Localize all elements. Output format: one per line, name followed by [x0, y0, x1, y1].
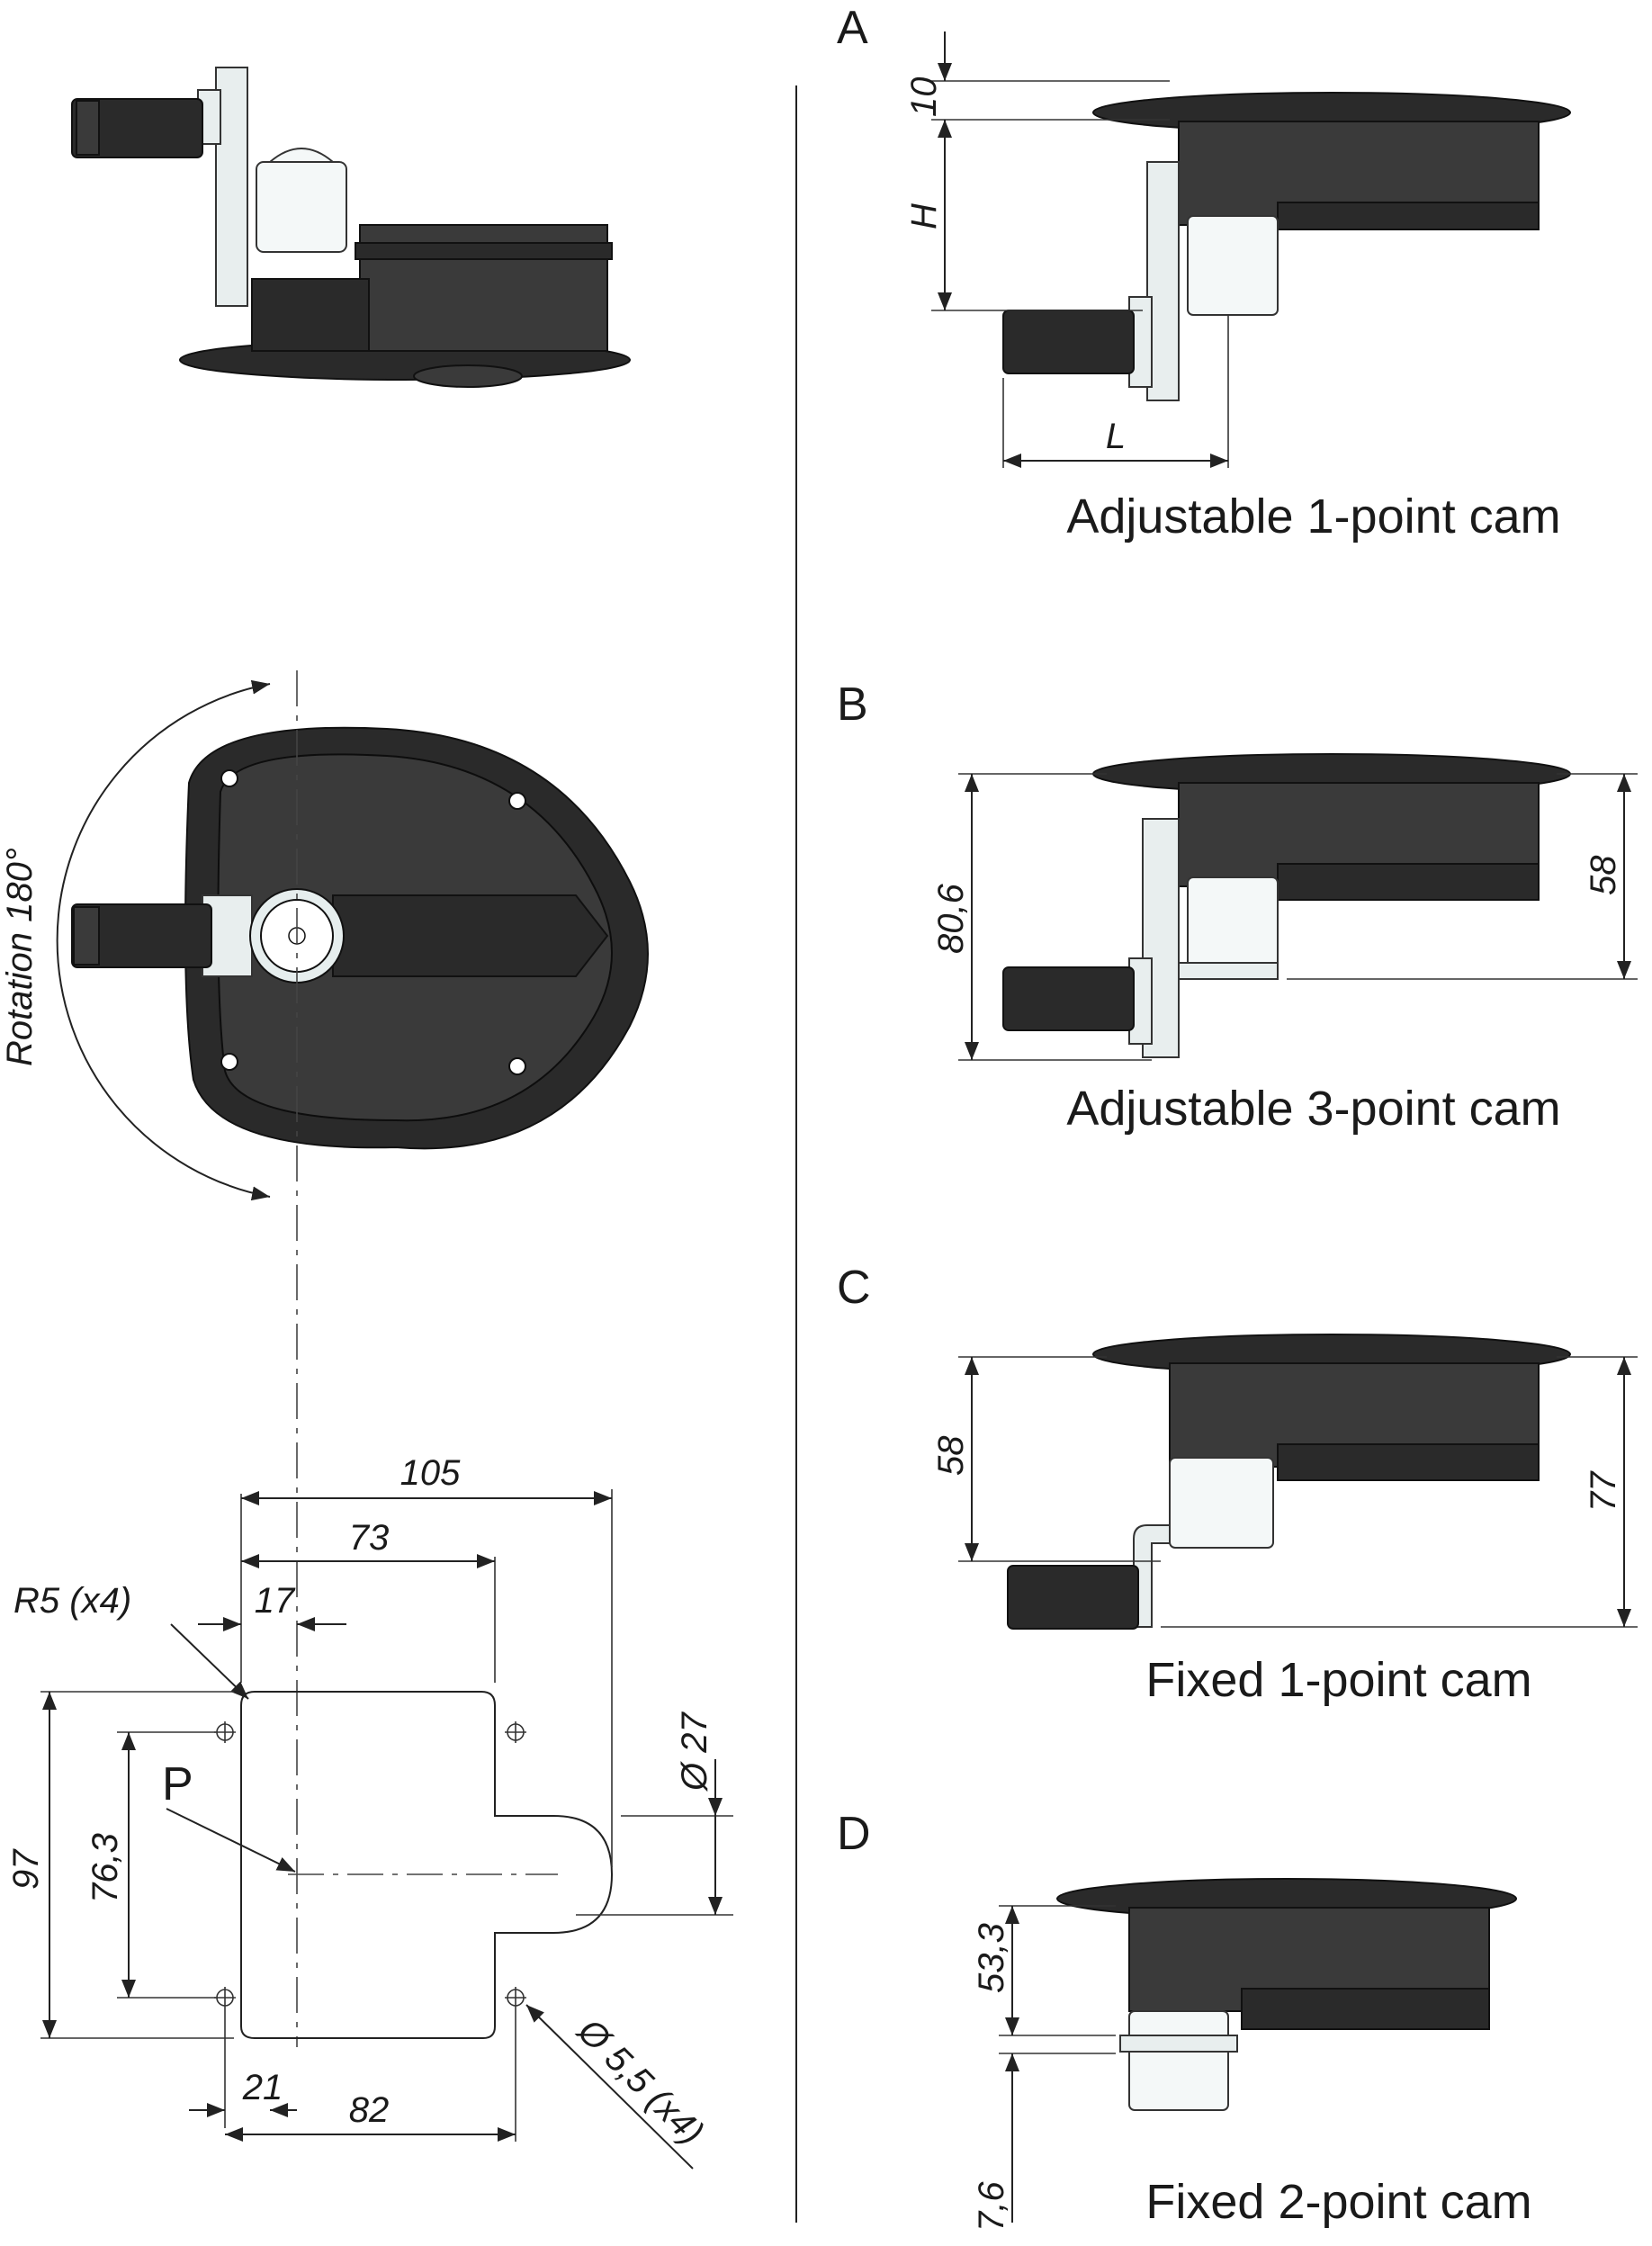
dim-82: 82: [349, 2090, 390, 2130]
view-a-dim-l: L: [1106, 417, 1126, 456]
view-c-caption: Fixed 1-point cam: [1145, 1653, 1531, 1707]
view-a-dim-10: 10: [904, 77, 944, 118]
dim-21: 21: [242, 2068, 283, 2107]
view-b-dim-58: 58: [1584, 855, 1623, 895]
mounting-hole-icon: [214, 1721, 526, 2008]
view-a-caption: Adjustable 1-point cam: [1066, 490, 1560, 544]
dim-97: 97: [6, 1848, 46, 1890]
view-c-dim-77: 77: [1584, 1470, 1623, 1512]
view-a-dim-h: H: [904, 203, 944, 229]
view-b: B 80,6 58 Adjustable 3-point cam: [837, 678, 1638, 1136]
view-c: C 58 77 Fixed 1-point cam: [837, 1262, 1638, 1707]
dim-73: 73: [349, 1518, 390, 1558]
view-d-letter: D: [837, 1808, 871, 1860]
view-a-letter: A: [837, 2, 868, 54]
view-b-letter: B: [837, 678, 868, 731]
dim-radius: R5 (x4): [13, 1581, 131, 1621]
view-d-dim-7-6: 7,6: [972, 2181, 1011, 2232]
dim-hole-dia: Ø 5,5 (x4): [569, 2010, 711, 2152]
dim-slot-dia: Ø 27: [675, 1711, 714, 1792]
view-d-caption: Fixed 2-point cam: [1145, 2175, 1531, 2229]
side-view-top-left: [71, 67, 631, 388]
view-b-dim-80-6: 80,6: [931, 883, 971, 954]
view-d: D 53,3 7,6 Fixed 2-point cam: [837, 1808, 1532, 2232]
rotation-label: Rotation 180°: [0, 848, 40, 1066]
view-c-dim-58: 58: [931, 1435, 971, 1476]
dim-105: 105: [400, 1453, 461, 1493]
cutout-drawing: 105 73 17 R5 (x4) 97 76,3 P Ø 27: [6, 1453, 733, 2170]
point-label: P: [162, 1758, 193, 1810]
view-b-caption: Adjustable 3-point cam: [1066, 1082, 1560, 1136]
dim-76-3: 76,3: [85, 1833, 125, 1903]
rotation-arc: [56, 679, 271, 1201]
view-a: A 10 H L Adjustable 1-point cam: [837, 2, 1571, 544]
top-view-lock: [71, 726, 649, 1150]
dim-17: 17: [255, 1581, 296, 1621]
view-d-dim-53-3: 53,3: [972, 1923, 1011, 1993]
view-c-letter: C: [837, 1262, 871, 1314]
